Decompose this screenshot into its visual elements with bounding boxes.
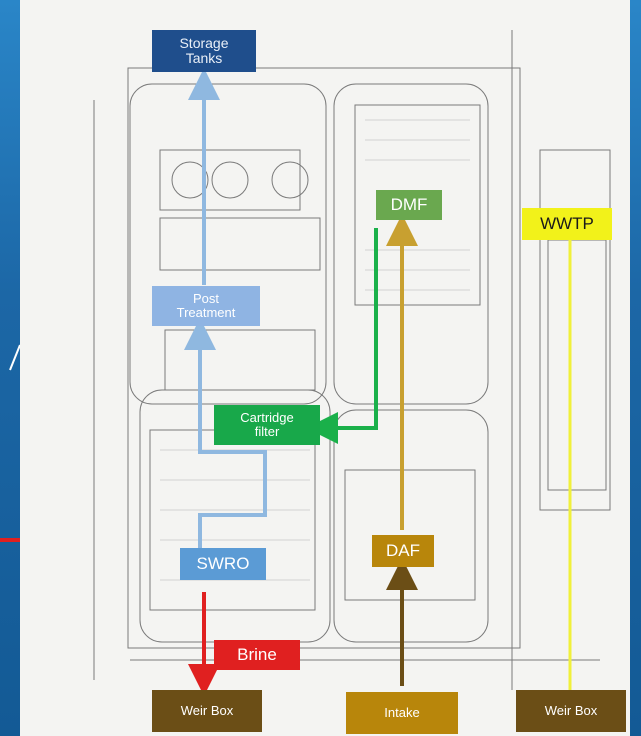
dmf-building	[354, 104, 481, 306]
brine-box: Brine	[214, 640, 300, 670]
weir-box-left-label: Weir Box	[180, 702, 234, 718]
weir-box-left: Weir Box	[152, 690, 262, 732]
post-treatment-building	[159, 217, 321, 271]
intake-box: Intake	[346, 692, 458, 734]
tank-circle	[171, 161, 209, 199]
wwtp-box: WWTP	[522, 208, 612, 240]
post-treatment-box: Post Treatment	[152, 286, 260, 326]
road-lower-right	[333, 409, 489, 643]
weir-box-right: Weir Box	[516, 690, 626, 732]
daf-building	[344, 469, 476, 601]
cartridge-building	[164, 329, 316, 391]
intake-label: Intake	[384, 704, 420, 720]
tank-building	[159, 149, 301, 211]
weir-box-right-label: Weir Box	[544, 702, 598, 718]
dmf-box: DMF	[376, 190, 442, 220]
site-boundary	[127, 67, 521, 649]
storage-tanks-box: Storage Tanks	[152, 30, 256, 72]
wwtp-area	[539, 149, 611, 511]
wwtp-building	[547, 239, 607, 491]
storage-tanks-label: Storage Tanks	[179, 34, 229, 66]
tank-circle	[211, 161, 249, 199]
swro-box: SWRO	[180, 548, 266, 580]
swro-label: SWRO	[196, 553, 250, 573]
tank-circle	[271, 161, 309, 199]
flow-arrow-to-post-treatment	[184, 318, 267, 548]
cartridge-filter-label: Cartridge filter	[240, 409, 294, 439]
flow-arrow-to-cartridge	[306, 228, 378, 444]
post-treatment-label: Post Treatment	[176, 290, 236, 320]
daf-box: DAF	[372, 535, 434, 567]
slide-deco-line	[9, 344, 21, 371]
daf-label: DAF	[386, 540, 420, 560]
wwtp-label: WWTP	[540, 213, 594, 233]
road-upper-left	[129, 83, 327, 405]
brine-label: Brine	[237, 644, 277, 664]
dmf-label: DMF	[390, 194, 428, 214]
site-plan-drawing	[20, 0, 630, 736]
road-upper-right	[333, 83, 489, 405]
cartridge-filter-box: Cartridge filter	[214, 405, 320, 445]
